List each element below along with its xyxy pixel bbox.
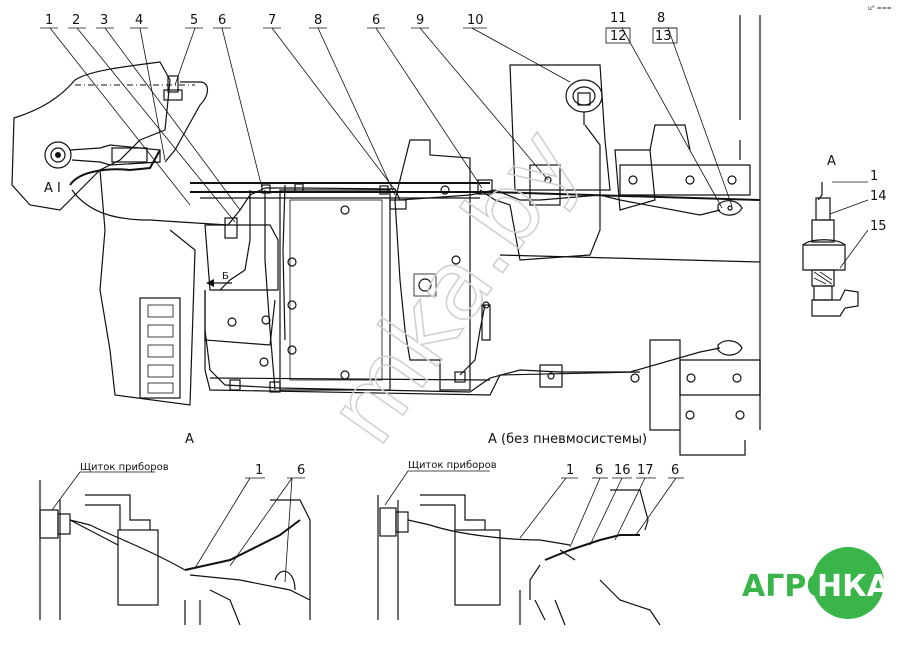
inset-right-title: А (без пневмосистемы) (488, 432, 647, 447)
inset-right-callout-1: 1 (566, 463, 574, 478)
view-a-marker: А (44, 181, 53, 196)
callout-6a: 6 (218, 13, 226, 28)
callout-8a: 8 (314, 13, 322, 28)
view-a-callout-15: 15 (870, 219, 887, 234)
inset-right-callout-17: 17 (637, 463, 654, 478)
logo-right-text: НКА (817, 569, 891, 604)
callout-2: 2 (72, 13, 80, 28)
callout-1: 1 (45, 13, 53, 28)
callout-9: 9 (416, 13, 424, 28)
inset-left-title: А (185, 432, 194, 447)
logo-left-text: АГРО (742, 569, 832, 604)
inset-right-callout-16: 16 (614, 463, 631, 478)
inset-left-panel-label: Щиток приборов (80, 462, 169, 473)
callout-7: 7 (268, 13, 276, 28)
view-a-detail: А 1 14 15 (802, 154, 887, 317)
inset-right-callout-6a: 6 (595, 463, 603, 478)
view-a-callout-1: 1 (870, 169, 878, 184)
callout-8b: 8 (657, 11, 665, 26)
callout-13: 13 (655, 29, 672, 44)
view-a-callout-14: 14 (870, 189, 887, 204)
inset-left-callout-1: 1 (255, 463, 263, 478)
inset-right-callout-6b: 6 (671, 463, 679, 478)
corner-mark: u° === (868, 5, 892, 12)
view-a-marker-sub: I (57, 181, 61, 196)
callout-4: 4 (135, 13, 143, 28)
inset-left: А Щиток приборов 1 6 (39, 432, 311, 626)
inset-left-callout-6: 6 (297, 463, 305, 478)
callout-5: 5 (190, 13, 198, 28)
callout-3: 3 (100, 13, 108, 28)
agronka-logo: АГРО НКА (742, 547, 891, 619)
view-a-title: А (827, 154, 836, 169)
view-arrow-label: Б (222, 271, 229, 282)
callout-11: 11 (610, 11, 627, 26)
inset-right-panel-label: Щиток приборов (408, 460, 497, 471)
callout-6b: 6 (372, 13, 380, 28)
inset-right: А (без пневмосистемы) Щиток приборов 1 6 (377, 432, 684, 626)
watermark: mka.by (305, 108, 602, 464)
wiring-harness (69, 124, 721, 393)
watermark-text: mka.by (306, 109, 601, 464)
callout-12: 12 (610, 29, 627, 44)
callout-group-top: 1 2 3 4 5 6 7 8 6 9 10 11 12 8 13 А I (40, 11, 733, 223)
callout-10: 10 (467, 13, 484, 28)
